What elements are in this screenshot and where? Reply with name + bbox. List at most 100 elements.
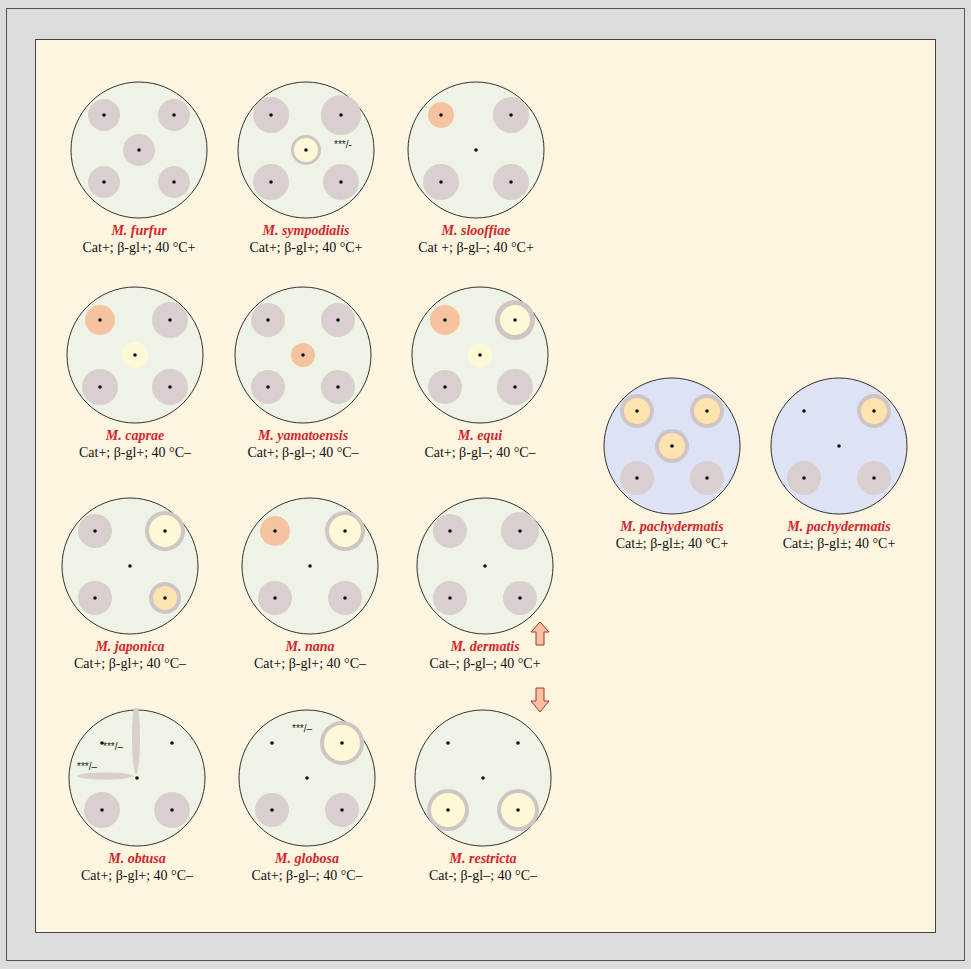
ring-zone — [149, 582, 181, 614]
well-dot — [135, 776, 139, 780]
dish-caption: M. japonicaCat+; β-gl+; 40 °C– — [40, 496, 220, 672]
well-dot — [343, 596, 347, 600]
clear-zone — [153, 586, 177, 610]
precipitate-zone — [253, 97, 289, 133]
species-name: M. obtusa — [47, 850, 227, 867]
test-results: Cat+; β-gl+; 40 °C– — [40, 655, 220, 672]
well-dot — [872, 409, 876, 413]
well-dot — [168, 318, 172, 322]
well-dot — [304, 148, 308, 152]
petri-dish: M. equiCat+; β-gl–; 40 °C– — [390, 285, 570, 461]
precipitate-zone — [82, 369, 118, 405]
well-dot — [343, 529, 347, 533]
well-dot — [509, 180, 513, 184]
down-arrow — [531, 688, 549, 712]
clear-zone — [324, 725, 360, 761]
precipitate-zone — [158, 99, 190, 131]
precipitate-zone — [255, 793, 289, 827]
species-name: M. nana — [220, 638, 400, 655]
precipitate-zone — [323, 164, 359, 200]
test-results: Cat+; β-gl–; 40 °C– — [390, 444, 570, 461]
species-name: M. caprae — [45, 427, 225, 444]
precipitate-zone — [433, 581, 467, 615]
dish-drawing — [390, 285, 570, 426]
species-name: M. restricta — [393, 850, 573, 867]
well-dot — [172, 180, 176, 184]
precipitate-zone — [321, 303, 355, 337]
ring-zone — [320, 721, 364, 765]
well-dot — [163, 596, 167, 600]
dish-outline — [67, 287, 203, 423]
dish-caption: M. pachydermatisCat±; β-gl±; 40 °C+ — [582, 376, 762, 552]
well-dot — [273, 596, 277, 600]
ring-zone — [495, 300, 535, 340]
well-dot — [635, 476, 639, 480]
up-arrow — [531, 622, 549, 645]
well-dot — [336, 385, 340, 389]
dish-outline — [415, 710, 551, 846]
well-dot — [98, 385, 102, 389]
dish-caption: M. yamatoensisCat+; β-gl–; 40 °C– — [213, 285, 393, 461]
species-name: M. equi — [390, 427, 570, 444]
test-results: Cat+; β-gl+; 40 °C– — [45, 444, 225, 461]
well-dot — [100, 808, 104, 812]
clear-zone — [694, 398, 720, 424]
petri-dish: M. globosaCat+; β-gl–; 40 °C– — [217, 708, 397, 884]
clear-zone — [500, 305, 530, 335]
dish-drawing — [40, 496, 220, 637]
dish-caption: M. equiCat+; β-gl–; 40 °C– — [390, 285, 570, 461]
well-dot — [102, 180, 106, 184]
dish-outline — [242, 498, 378, 634]
well-dot — [478, 353, 482, 357]
dish-drawing — [213, 285, 393, 426]
precipitate-zone — [620, 461, 654, 495]
well-dot — [670, 444, 674, 448]
clear-zone — [294, 138, 318, 162]
well-dot — [439, 180, 443, 184]
precipitate-zone — [857, 461, 891, 495]
petri-dish: M. pachydermatisCat±; β-gl±; 40 °C+ — [582, 376, 762, 552]
well-dot — [705, 409, 709, 413]
dish-caption: M. restrictaCat-; β-gl–; 40 °C– — [393, 708, 573, 884]
ring-zone — [291, 135, 321, 165]
precipitate-zone — [690, 461, 724, 495]
species-name: M. pachydermatis — [749, 518, 929, 535]
clear-zone — [431, 793, 465, 827]
test-results: Cat+; β-gl+; 40 °C+ — [49, 239, 229, 256]
reaction-note: ***/– — [77, 761, 97, 773]
precipitate-zone — [88, 99, 120, 131]
petri-dish: M. obtusaCat+; β-gl+; 40 °C– — [47, 708, 227, 884]
dish-drawing — [386, 80, 566, 221]
well-dot — [481, 776, 485, 780]
clear-zone — [624, 398, 650, 424]
precipitate-zone — [423, 164, 459, 200]
precipitate-zone — [84, 792, 120, 828]
well-dot — [170, 741, 174, 745]
petri-dish: M. sympodialisCat+; β-gl+; 40 °C+ — [216, 80, 396, 256]
test-results: Cat–; β-gl–; 40 °C+ — [395, 655, 575, 672]
precipitate-zone — [158, 166, 190, 198]
clear-zone — [149, 515, 181, 547]
ring-zone — [690, 394, 724, 428]
well-dot — [872, 476, 876, 480]
species-name: M. dermatis — [395, 638, 575, 655]
species-name: M. furfur — [49, 222, 229, 239]
dish-caption: M. globosaCat+; β-gl–; 40 °C– — [217, 708, 397, 884]
dish-drawing — [393, 708, 573, 849]
petri-dish: M. capraeCat+; β-gl+; 40 °C– — [45, 285, 225, 461]
well-dot — [133, 353, 137, 357]
precipitate-zone — [321, 95, 361, 135]
well-dot — [802, 409, 806, 413]
precipitate-zone — [428, 370, 462, 404]
orange-zone — [85, 305, 115, 335]
well-dot — [448, 596, 452, 600]
petri-dish: M. furfurCat+; β-gl+; 40 °C+ — [49, 80, 229, 256]
streak-zone — [132, 708, 140, 774]
dish-outline — [417, 498, 553, 634]
test-results: Cat+; β-gl–; 40 °C– — [213, 444, 393, 461]
dish-outline — [239, 710, 375, 846]
well-dot — [340, 741, 344, 745]
precipitate-zone — [328, 581, 362, 615]
species-name: M. globosa — [217, 850, 397, 867]
